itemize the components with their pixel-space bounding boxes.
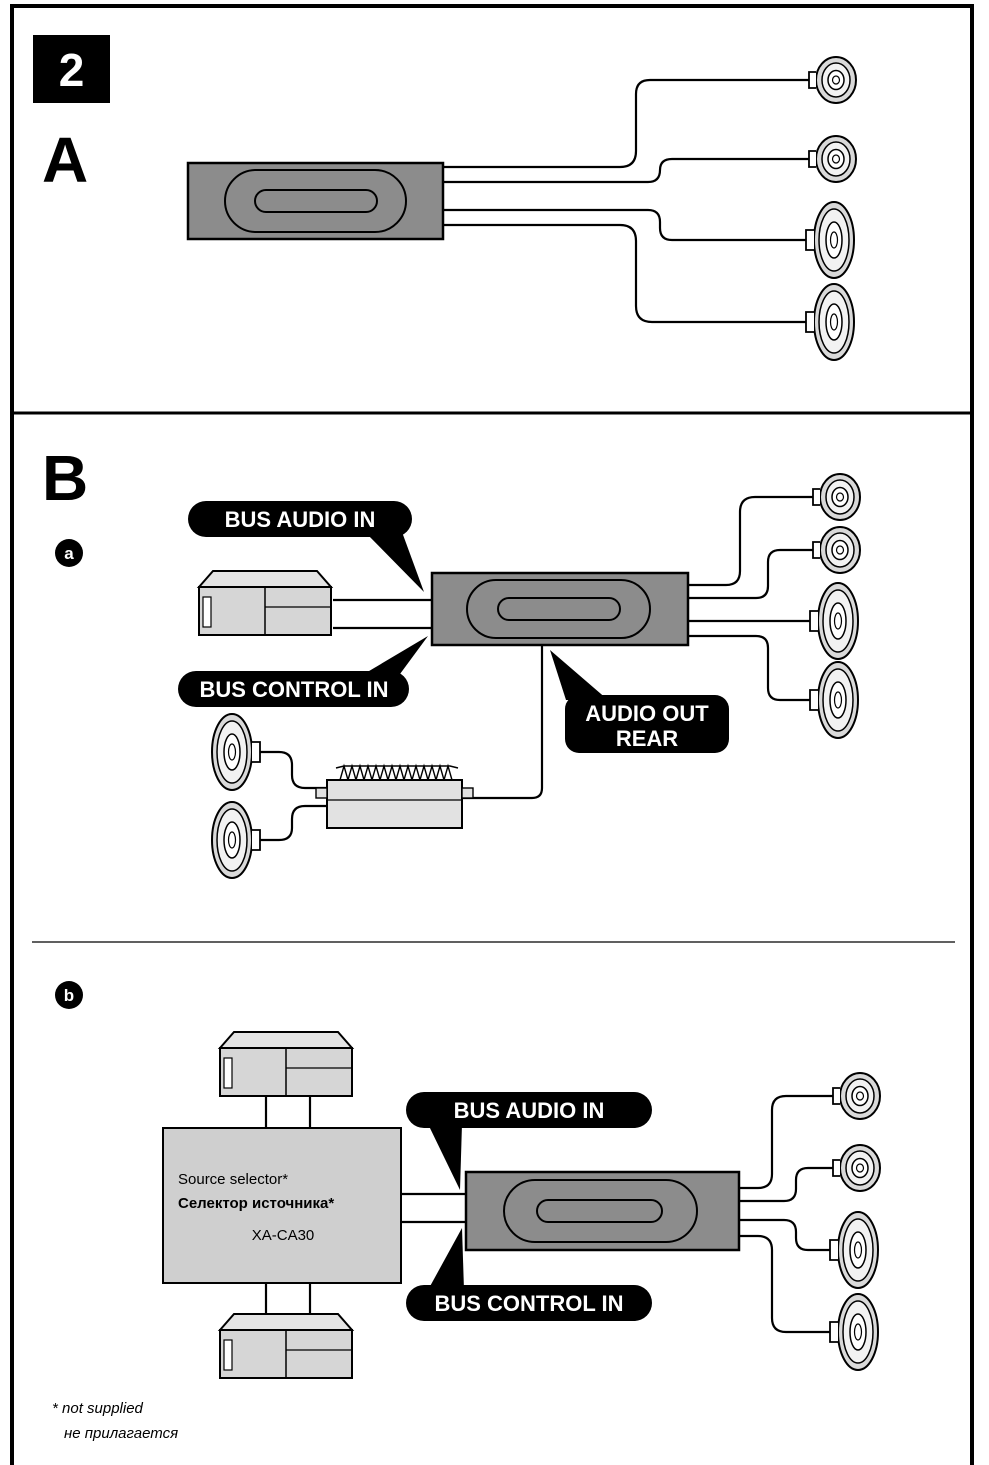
svg-text:BUS CONTROL IN: BUS CONTROL IN bbox=[434, 1291, 623, 1316]
tweeter-speaker-icon bbox=[808, 135, 857, 183]
section-a-diagram bbox=[186, 56, 857, 361]
section-b-b-diagram: Source selector* Селектор источника* XA-… bbox=[162, 1031, 881, 1379]
woofer-speaker-icon bbox=[211, 801, 261, 879]
svg-text:AUDIO OUT: AUDIO OUT bbox=[585, 701, 709, 726]
svg-text:b: b bbox=[64, 986, 74, 1005]
page-frame bbox=[10, 4, 974, 1465]
cd-changer-icon bbox=[219, 1313, 353, 1379]
svg-text:BUS AUDIO IN: BUS AUDIO IN bbox=[454, 1098, 605, 1123]
svg-text:BUS AUDIO IN: BUS AUDIO IN bbox=[225, 507, 376, 532]
footnote-ru: не прилагается bbox=[64, 1425, 178, 1442]
label-bus-control-in: BUS CONTROL IN bbox=[178, 636, 428, 707]
sub-marker-a: a bbox=[55, 539, 83, 567]
figure-number: 2 bbox=[59, 44, 85, 96]
tweeter-speaker-icon bbox=[832, 1072, 881, 1120]
selector-model: XA-CA30 bbox=[252, 1227, 315, 1244]
section-letter-a: A bbox=[42, 124, 88, 196]
tweeter-speaker-icon bbox=[812, 526, 861, 574]
power-amplifier-icon bbox=[315, 763, 474, 829]
cd-changer-icon bbox=[198, 570, 332, 636]
sub-marker-b: b bbox=[55, 981, 83, 1009]
head-unit-a bbox=[186, 161, 445, 241]
label-bus-audio-in: BUS AUDIO IN bbox=[406, 1092, 652, 1190]
svg-text:BUS CONTROL IN: BUS CONTROL IN bbox=[199, 677, 388, 702]
tweeter-speaker-icon bbox=[812, 473, 861, 521]
section-letter-b: B bbox=[42, 442, 88, 514]
woofer-speaker-icon bbox=[809, 661, 859, 739]
selector-label-en: Source selector* bbox=[178, 1171, 288, 1188]
label-audio-out-rear: AUDIO OUT REAR bbox=[550, 650, 729, 753]
svg-text:a: a bbox=[64, 544, 74, 563]
tweeter-speaker-icon bbox=[832, 1144, 881, 1192]
woofer-speaker-icon bbox=[805, 201, 855, 279]
label-bus-audio-in: BUS AUDIO IN bbox=[188, 501, 424, 592]
selector-label-ru: Селектор источника* bbox=[178, 1195, 334, 1212]
woofer-speaker-icon bbox=[809, 582, 859, 660]
woofer-speaker-icon bbox=[829, 1211, 879, 1289]
head-unit-b bbox=[430, 571, 690, 647]
head-unit-c bbox=[464, 1170, 741, 1252]
section-b-a-diagram: BUS AUDIO IN BUS CONTROL IN AUDIO OUT RE… bbox=[178, 473, 861, 879]
woofer-speaker-icon bbox=[211, 713, 261, 791]
tweeter-speaker-icon bbox=[808, 56, 857, 104]
woofer-speaker-icon bbox=[805, 283, 855, 361]
source-selector-box: Source selector* Селектор источника* XA-… bbox=[162, 1127, 402, 1284]
svg-text:REAR: REAR bbox=[616, 726, 678, 751]
cd-changer-icon bbox=[219, 1031, 353, 1097]
label-bus-control-in: BUS CONTROL IN bbox=[406, 1228, 652, 1321]
woofer-speaker-icon bbox=[829, 1293, 879, 1371]
footnote-en: * not supplied bbox=[52, 1400, 144, 1417]
figure-number-badge: 2 bbox=[33, 35, 110, 103]
